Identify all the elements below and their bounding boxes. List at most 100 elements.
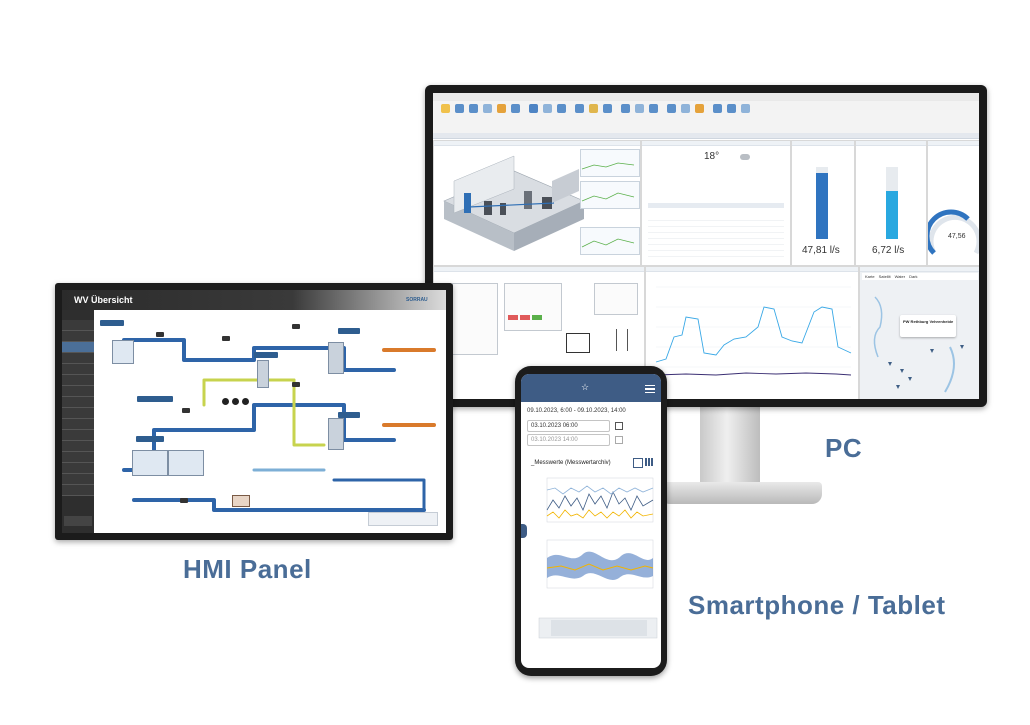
flow-bar-fill <box>816 173 828 239</box>
hmi-nav-item[interactable] <box>62 485 94 496</box>
valve-icon[interactable] <box>180 498 188 503</box>
power-pylon-icon <box>616 329 628 351</box>
valve-icon[interactable] <box>222 336 230 341</box>
ribbon-icon[interactable] <box>635 104 644 113</box>
calendar-icon[interactable] <box>615 422 623 430</box>
chart-type-icon[interactable] <box>633 458 643 468</box>
map-tab[interactable]: Satellit <box>878 274 891 279</box>
hmi-nav-item[interactable] <box>62 364 94 375</box>
ribbon-icon[interactable] <box>543 104 552 113</box>
ribbon-icon[interactable] <box>603 104 612 113</box>
hamburger-menu-icon[interactable] <box>645 385 655 393</box>
weather-table <box>648 215 784 261</box>
hmi-nav-arrows[interactable] <box>64 516 92 526</box>
hmi-nav-item[interactable] <box>62 441 94 452</box>
hmi-nav-item[interactable] <box>62 397 94 408</box>
filter-vessel <box>328 342 344 374</box>
from-date-field[interactable]: 03.10.2023 06:00 <box>527 420 610 432</box>
map-tab[interactable]: Karte <box>865 274 875 279</box>
hmi-nav-item[interactable] <box>62 342 94 353</box>
map-tab[interactable]: Dark <box>909 274 918 279</box>
hmi-brand-logo: SORRAU <box>406 297 428 303</box>
pane-header <box>646 267 858 272</box>
ribbon-icon[interactable] <box>667 104 676 113</box>
hmi-nav-item[interactable] <box>62 474 94 485</box>
ribbon-icon[interactable] <box>511 104 520 113</box>
monitor-stand-base <box>660 482 822 504</box>
hmi-nav-item[interactable] <box>62 353 94 364</box>
ribbon-icon[interactable] <box>497 104 506 113</box>
mini-chart-lines <box>581 162 635 248</box>
ribbon-icon[interactable] <box>483 104 492 113</box>
hmi-nav-item[interactable] <box>62 452 94 463</box>
hmi-nav-item[interactable] <box>62 375 94 386</box>
mobile-caption: Smartphone / Tablet <box>688 590 946 620</box>
gauge-value: 47,56 <box>948 233 966 240</box>
pump-icon[interactable] <box>242 398 249 405</box>
flow-value-2: 6,72 l/s <box>872 245 905 256</box>
hmi-caption: HMI Panel <box>183 554 312 584</box>
hmi-zoom-controls[interactable] <box>368 512 438 526</box>
pump-icon[interactable] <box>222 398 229 405</box>
ribbon-icon[interactable] <box>469 104 478 113</box>
monitor-screen: 18° 47,81 l/s 6,72 l/s 47,56 <box>433 93 979 399</box>
to-date-field[interactable]: 03.10.2023 14:00 <box>527 434 610 446</box>
hamburger-menu-middle <box>645 388 655 390</box>
status-indicator <box>508 315 518 320</box>
hmi-section-label <box>338 412 360 418</box>
left-edge-handle[interactable] <box>521 524 527 538</box>
ribbon-icon[interactable] <box>727 104 736 113</box>
valve-icon[interactable] <box>156 332 164 337</box>
ribbon-icon[interactable] <box>589 104 598 113</box>
grid-icon[interactable] <box>645 458 653 466</box>
valve-icon[interactable] <box>182 408 190 413</box>
plant-3d-pane <box>433 140 641 266</box>
ribbon-icon[interactable] <box>557 104 566 113</box>
hmi-nav-item[interactable] <box>62 419 94 430</box>
date-range: 09.10.2023, 6:00 - 09.10.2023, 14:00 <box>527 408 626 414</box>
map-popup[interactable]: PW Rethburg Vehrenheide <box>900 315 956 337</box>
mini-chart <box>580 149 640 177</box>
house-icon <box>566 333 590 353</box>
ribbon-icon[interactable] <box>649 104 658 113</box>
ribbon-icon[interactable] <box>455 104 464 113</box>
flow-trend-pane <box>645 266 859 399</box>
ribbon-icon[interactable] <box>575 104 584 113</box>
hmi-nav-item[interactable] <box>62 331 94 342</box>
star-icon[interactable]: ☆ <box>581 382 590 392</box>
hmi-section-label <box>254 352 278 358</box>
temperature-value: 18° <box>704 151 720 162</box>
valve-icon[interactable] <box>292 382 300 387</box>
document-tabs[interactable] <box>433 133 979 139</box>
phone-screen: ☆ 09.10.2023, 6:00 - 09.10.2023, 14:00 0… <box>521 374 661 668</box>
ribbon-icon[interactable] <box>621 104 630 113</box>
status-indicator <box>520 315 530 320</box>
ribbon-icon[interactable] <box>529 104 538 113</box>
pump-icon[interactable] <box>232 398 239 405</box>
filter-vessel <box>328 418 344 450</box>
hmi-nav-item[interactable] <box>62 463 94 474</box>
ribbon-icon[interactable] <box>441 104 450 113</box>
pane-header <box>792 141 854 146</box>
water-tank <box>168 450 204 476</box>
ribbon-icon[interactable] <box>741 104 750 113</box>
valve-icon[interactable] <box>292 324 300 329</box>
pane-header <box>856 141 926 146</box>
ribbon-icon[interactable] <box>695 104 704 113</box>
gauge-dial <box>928 209 979 255</box>
hmi-nav-item[interactable] <box>62 408 94 419</box>
hmi-nav-item[interactable] <box>62 386 94 397</box>
calendar-icon[interactable] <box>615 436 623 444</box>
map-tab[interactable]: Water <box>894 274 906 279</box>
pane-header <box>642 141 790 146</box>
hmi-nav-item[interactable] <box>62 320 94 331</box>
phone-header <box>521 374 661 402</box>
filter-vessel <box>257 360 269 388</box>
ribbon-icon[interactable] <box>713 104 722 113</box>
hmi-nav-item[interactable] <box>62 430 94 441</box>
monitor-stand-neck <box>700 406 760 490</box>
ribbon-icon[interactable] <box>681 104 690 113</box>
flow-value-1: 47,81 l/s <box>802 245 840 256</box>
